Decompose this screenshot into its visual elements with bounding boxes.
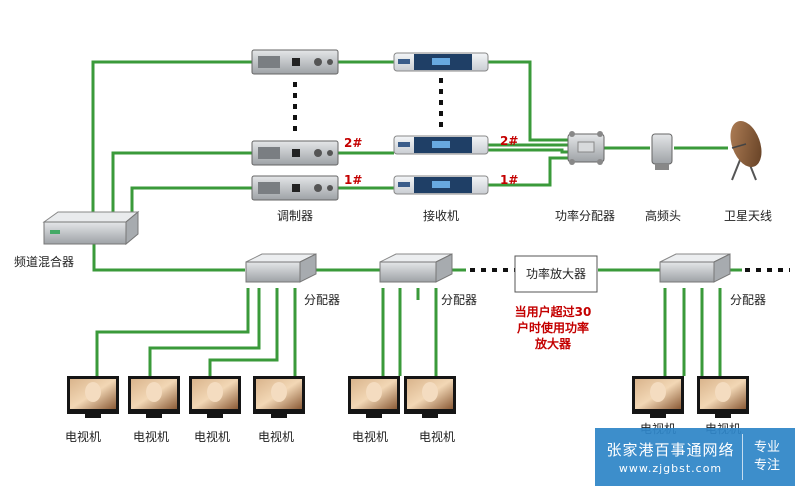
- tv-7: [632, 376, 684, 418]
- receiver-label: 接收机: [423, 208, 459, 223]
- tv-1: [67, 376, 119, 418]
- tv-5: [348, 376, 400, 418]
- satellite-antenna-label: 卫星天线: [724, 209, 772, 223]
- splitter-3-label: 分配器: [730, 293, 766, 307]
- tv-6-label: 电视机: [419, 429, 455, 444]
- splitter-1-device: [245, 253, 317, 283]
- note-line-1: 当用户超过30: [515, 304, 592, 319]
- watermark-tag-line-1: 专业: [753, 440, 780, 455]
- power-divider-device: [567, 131, 605, 165]
- modulator-label: 调制器: [277, 209, 313, 223]
- cable-sp1-tv2: [148, 288, 261, 376]
- channel-mixer-device: [42, 210, 140, 246]
- watermark-url[interactable]: www.zjgbst.com: [618, 462, 723, 475]
- tv-5-label: 电视机: [352, 429, 388, 444]
- splitter-2-device: [379, 253, 453, 283]
- watermark-title: 张家港百事通网络: [606, 441, 735, 459]
- watermark-banner[interactable]: 张家港百事通网络 www.zjgbst.com 专业 专注: [595, 428, 795, 486]
- channel-1-label-receiver: 1#: [500, 173, 518, 187]
- cable-mixer-splitters: [92, 243, 245, 272]
- cables: [91, 60, 742, 376]
- satellite-dish: [730, 120, 762, 181]
- splitter-3-device: [659, 253, 731, 283]
- cable-mixer-modulator-1: [130, 186, 252, 215]
- cable-mixer-modulator-2: [111, 151, 252, 215]
- watermark-text-block: 张家港百事通网络 www.zjgbst.com: [595, 439, 742, 475]
- cable-mixer-modulator-top: [91, 60, 252, 215]
- cable-rcv-1-divider: [488, 156, 568, 187]
- channel-1-label-modulator: 1#: [344, 173, 362, 187]
- note-line-3: 放大器: [534, 336, 572, 351]
- tv-3: [189, 376, 241, 418]
- tv-6: [404, 376, 456, 418]
- dashed-links: [293, 78, 790, 272]
- watermark-tag: 专业 专注: [742, 434, 791, 480]
- channel-2-label-modulator: 2#: [344, 136, 362, 150]
- tv-2-label: 电视机: [133, 429, 169, 444]
- lnb-device: [651, 133, 673, 170]
- tv-4: [253, 376, 305, 418]
- cable-rcv-2b-divider: [488, 148, 568, 154]
- power-divider-label: 功率分配器: [555, 208, 615, 223]
- modulator-top: [251, 49, 339, 75]
- splitter-2-label: 分配器: [441, 293, 477, 307]
- tv-4-label: 电视机: [258, 429, 294, 444]
- channel-mixer-label: 频道混合器: [14, 254, 74, 269]
- tv-2: [128, 376, 180, 418]
- lnb-label: 高频头: [645, 208, 681, 223]
- watermark-tag-line-2: 专注: [753, 458, 780, 473]
- channel-2-label-receiver: 2#: [500, 134, 518, 148]
- modulator-1: [251, 175, 339, 201]
- cable-rcv-top-divider: [488, 60, 568, 142]
- tv-3-label: 电视机: [194, 429, 230, 444]
- amplifier-label: 功率放大器: [526, 266, 586, 281]
- tv-1-label: 电视机: [65, 429, 101, 444]
- receiver-2: [393, 135, 489, 155]
- receiver-top: [393, 52, 489, 72]
- tv-8: [697, 376, 749, 418]
- cable-sp1-tv3: [208, 288, 279, 376]
- modulator-2: [251, 140, 339, 166]
- cable-sp1-tv1: [95, 288, 250, 376]
- amplifier-box: [514, 255, 598, 293]
- splitter-1-label: 分配器: [304, 293, 340, 307]
- note-line-2: 户时使用功率: [517, 320, 589, 335]
- receiver-1: [393, 175, 489, 195]
